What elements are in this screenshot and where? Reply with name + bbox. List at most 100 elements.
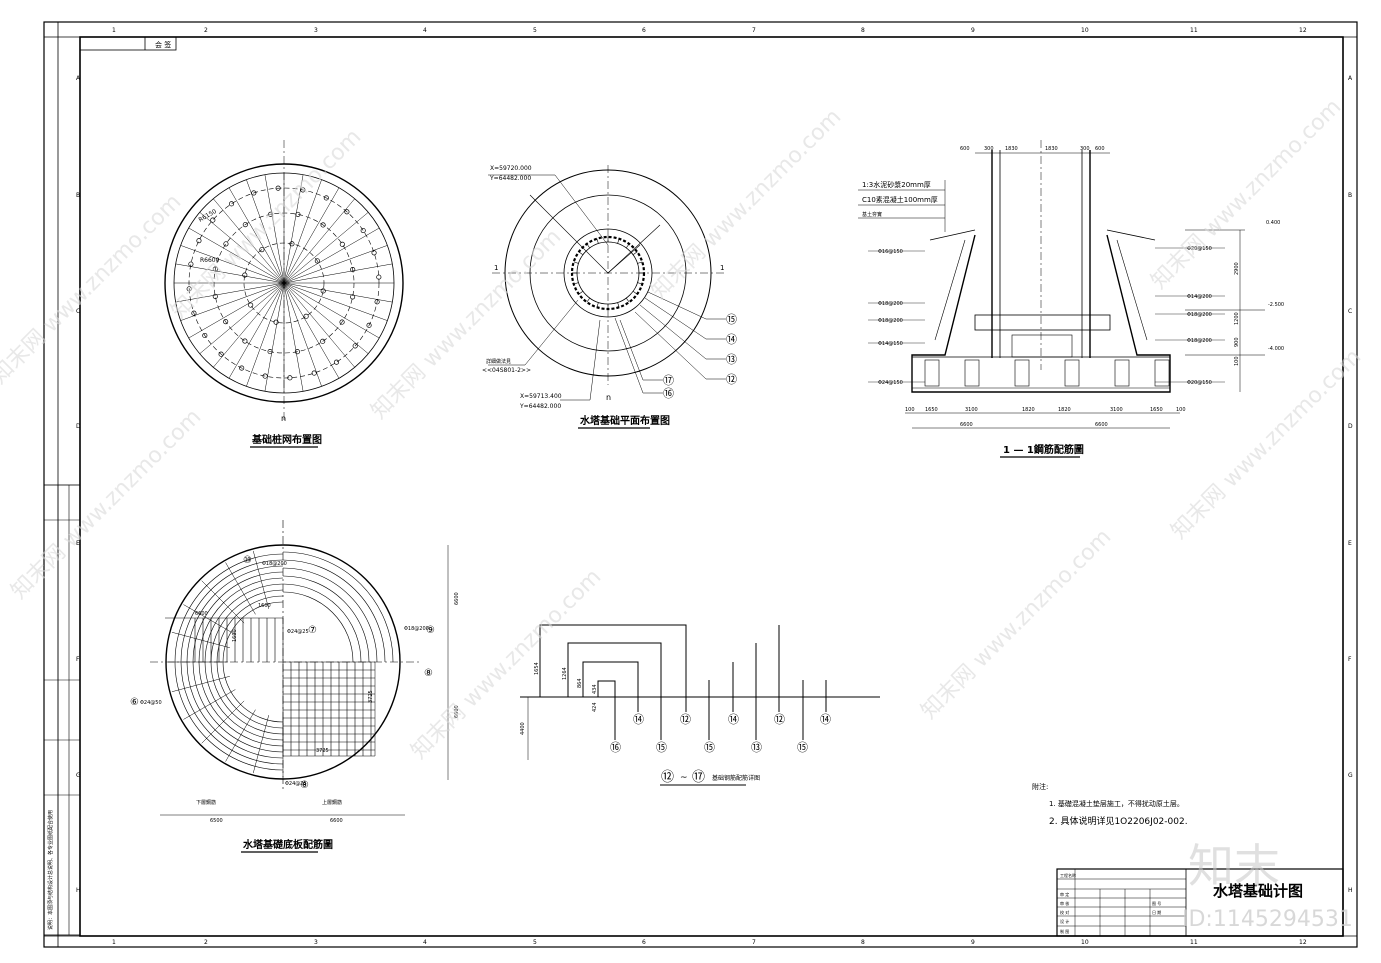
column-label-top: 3 bbox=[314, 27, 318, 34]
base-bottom-dim-1: 6500 bbox=[210, 818, 223, 824]
column-label-bottom: 6 bbox=[642, 939, 646, 946]
section-top-dim: 600 bbox=[1095, 146, 1105, 152]
watermark-brand: 知末 bbox=[1188, 839, 1280, 893]
row-label-right: A bbox=[1348, 75, 1353, 82]
base-label-5: Φ24@25 bbox=[285, 781, 307, 787]
detail-callout-top: ⑭ bbox=[728, 713, 739, 726]
note-item-2: 2. 具体说明详见1O2206J02-002. bbox=[1049, 815, 1188, 827]
watermark-text: 知末网 www.znzmo.com bbox=[647, 104, 847, 304]
column-label-top: 6 bbox=[642, 27, 646, 34]
column-label-bottom: 3 bbox=[314, 939, 318, 946]
column-label-top: 7 bbox=[752, 27, 756, 34]
section-bottom-dim: 3100 bbox=[1110, 407, 1123, 413]
plan-callout: ⑬ bbox=[726, 353, 737, 366]
section-mark-left: 1 bbox=[494, 264, 498, 272]
signoff-tab bbox=[79, 36, 177, 51]
row-label-left: D bbox=[76, 423, 81, 430]
detail-range-dash: ~ bbox=[680, 773, 688, 783]
watermark-text: 知末网 www.znzmo.com bbox=[917, 524, 1117, 724]
column-label-bottom: 9 bbox=[971, 939, 975, 946]
elevation-3: -4.000 bbox=[1268, 346, 1284, 352]
section-note-2: C10素混凝土100mm厚 bbox=[862, 195, 938, 204]
column-label-top: 8 bbox=[861, 27, 865, 34]
plan-callout: ⑫ bbox=[726, 373, 737, 386]
base-label-3: Φ18@200 bbox=[404, 626, 429, 632]
section-top-dim: 300 bbox=[1080, 146, 1090, 152]
section-top-dim: 1830 bbox=[1045, 146, 1058, 152]
title-block-cell: 工程名称 bbox=[1060, 872, 1076, 878]
base-label-1: Φ18@200 bbox=[262, 561, 287, 567]
section-note-3: 基土夯實 bbox=[862, 211, 882, 218]
column-label-bottom: 5 bbox=[533, 939, 537, 946]
left-strip: 说明：本图须与结构设计总说明、各专业图纸配合使用 bbox=[43, 484, 81, 936]
section-top-dim: 300 bbox=[984, 146, 994, 152]
base-dim-1600-a: 1600 bbox=[258, 603, 271, 609]
column-label-top: 2 bbox=[204, 27, 208, 34]
elevation-2: -2.500 bbox=[1268, 302, 1284, 308]
section-bottom-dim: 1650 bbox=[925, 407, 938, 413]
row-label-left: F bbox=[76, 656, 80, 663]
coord-top-y: Y=64482.000 bbox=[489, 175, 531, 182]
detail-callout-bottom: ⑯ bbox=[610, 741, 621, 754]
row-label-right: H bbox=[1348, 887, 1353, 894]
detail-callout-top: ⑭ bbox=[820, 713, 831, 726]
title-block-cell: 制 图 bbox=[1060, 928, 1069, 934]
section-note-1: 1:3水泥砂漿20mm厚 bbox=[862, 180, 931, 189]
section-view: 600 300 1830 1830 300 600 1:3水泥砂漿20mm厚 C10素混凝… bbox=[858, 140, 1284, 458]
note-item-1: 1. 基礎混凝土垫层施工，不得扰动原土层。 bbox=[1049, 799, 1184, 808]
row-label-left: G bbox=[76, 772, 81, 779]
plan-callout: ⑮ bbox=[726, 313, 737, 326]
row-label-left: C bbox=[76, 308, 80, 315]
row-label-left: A bbox=[76, 75, 81, 82]
section-bottom-dim: 1820 bbox=[1022, 407, 1035, 413]
section-rebar-right: Φ14@200 bbox=[1187, 294, 1212, 300]
detail-range-start: ⑫ bbox=[661, 770, 674, 785]
section-bottom-dim: 3100 bbox=[965, 407, 978, 413]
section-rebar-right: Φ18@200 bbox=[1187, 312, 1212, 318]
detail-range-end: ⑰ bbox=[692, 770, 705, 785]
section-top-dim: 600 bbox=[960, 146, 970, 152]
detail-dim-4: 434 bbox=[592, 684, 598, 694]
row-label-right: F bbox=[1348, 656, 1352, 663]
plan-callout: ⑯ bbox=[663, 387, 674, 400]
outer-frame bbox=[43, 21, 1358, 948]
section-title: 1 — 1鋼筋配筋圖 bbox=[1003, 443, 1084, 456]
coord-bottom-y: Y=64482.000 bbox=[519, 403, 561, 410]
base-sub-label-upper: 上層鋼筋 bbox=[322, 799, 342, 806]
base-dim-3725-a: 3725 bbox=[368, 690, 374, 703]
title-block-cell: 设 计 bbox=[1060, 918, 1069, 924]
column-label-bottom: 10 bbox=[1081, 939, 1089, 946]
section-rebar-left: Φ18@200 bbox=[878, 318, 903, 324]
watermark-text: 知末网 www.znzmo.com bbox=[167, 124, 367, 324]
row-label-right: B bbox=[1348, 192, 1352, 199]
column-label-bottom: 2 bbox=[204, 939, 208, 946]
watermark-text: 知末网 www.znzmo.com bbox=[407, 564, 607, 764]
watermark-text: 知末网 www.znzmo.com bbox=[0, 189, 186, 389]
base-rebar-view: 6600 6600 6600 1600 1600 3725 3725 下層鋼筋 … bbox=[130, 520, 460, 853]
section-rebar-right: Φ20@150 bbox=[1187, 246, 1212, 252]
coord-bottom-x: X=59713.400 bbox=[520, 393, 562, 400]
watermark-text: 知末网 www.znzmo.com bbox=[1167, 344, 1367, 544]
section-mark-right: 1 bbox=[720, 264, 724, 272]
column-label-top: 10 bbox=[1081, 27, 1089, 34]
base-callout: ⑩ bbox=[243, 555, 252, 566]
column-label-bottom: 8 bbox=[861, 939, 865, 946]
pile-radius-label-1: R6600 bbox=[200, 257, 220, 264]
watermark-text: 知末网 www.znzmo.com bbox=[7, 404, 207, 604]
elevation-1: 0.400 bbox=[1266, 220, 1280, 226]
pile-layout-title: 基础桩网布置图 bbox=[251, 433, 322, 446]
base-callout: ⑨ bbox=[426, 625, 435, 636]
section-rebar-left: Φ16@150 bbox=[878, 249, 903, 255]
title-block-title: 水塔基础计图 bbox=[1213, 882, 1303, 900]
base-dim-vertical-bottom: 6600 bbox=[454, 705, 460, 718]
column-label-bottom: 1 bbox=[112, 939, 116, 946]
section-top-dim: 1830 bbox=[1005, 146, 1018, 152]
row-label-right: D bbox=[1348, 423, 1353, 430]
plan-callout: ⑭ bbox=[726, 333, 737, 346]
section-rebar-right: Φ20@150 bbox=[1187, 380, 1212, 386]
section-right-dim-4: 100 bbox=[1234, 356, 1240, 366]
plan-layout-title: 水塔基础平面布置图 bbox=[579, 414, 670, 427]
